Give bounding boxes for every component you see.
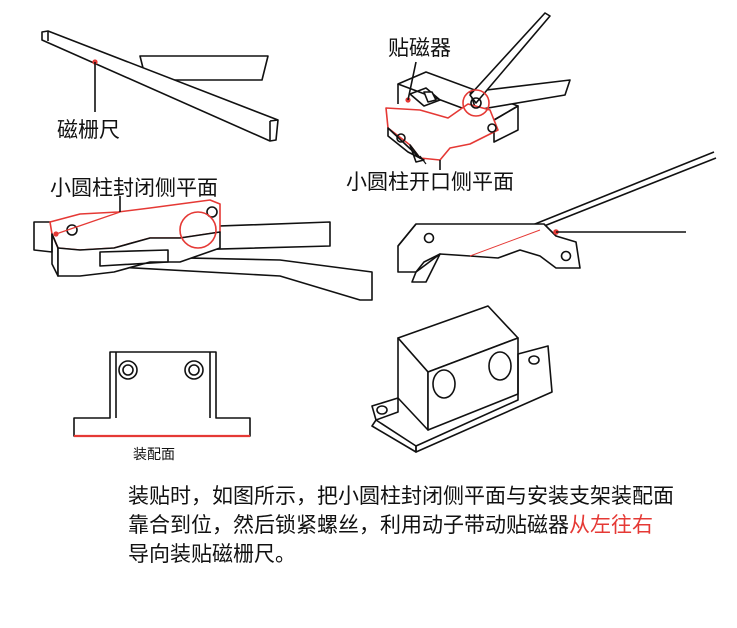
caption-line-1: 装贴时，如图所示，把小圆柱封闭侧平面与安装支架装配面 bbox=[128, 484, 674, 508]
caption-line-2: 靠合到位，然后锁紧螺丝，利用动子带动贴磁器从左往右 bbox=[128, 511, 718, 540]
label-closed-side-plane: 小圆柱封闭侧平面 bbox=[50, 176, 218, 200]
magnet-ruler-strip-drawing bbox=[41, 30, 279, 142]
label-open-side-plane: 小圆柱开口侧平面 bbox=[346, 170, 514, 194]
assembly-diagram bbox=[33, 12, 717, 453]
mount-bracket-isometric-drawing bbox=[371, 305, 553, 453]
caption-direction-highlight: 从左往右 bbox=[569, 513, 653, 537]
label-magnet-applicator: 贴磁器 bbox=[388, 36, 451, 60]
instruction-caption: 装贴时，如图所示，把小圆柱封闭侧平面与安装支架装配面 靠合到位，然后锁紧螺丝，利… bbox=[128, 482, 718, 569]
label-mount-face: 装配面 bbox=[133, 447, 175, 463]
magnet-applicator-drawing bbox=[385, 12, 571, 170]
open-side-profile-drawing bbox=[397, 151, 717, 283]
closed-side-assembly-drawing bbox=[33, 196, 373, 301]
caption-line-2-text: 靠合到位，然后锁紧螺丝，利用动子带动贴磁器 bbox=[128, 513, 569, 537]
mount-bracket-front-drawing bbox=[73, 351, 251, 438]
label-magnet-ruler: 磁栅尺 bbox=[57, 118, 120, 142]
caption-line-3: 导向装贴磁栅尺。 bbox=[128, 542, 296, 566]
